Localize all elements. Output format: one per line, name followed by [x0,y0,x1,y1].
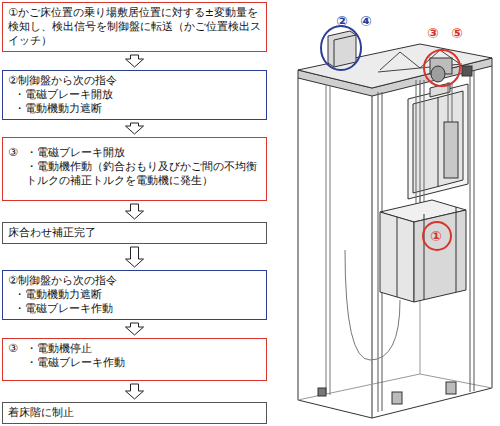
process-box: 着床階に制止 [2,402,267,424]
box-text: ・電動機動力遮断 [14,102,261,116]
hoist-rope [448,82,449,122]
process-box: 床合わせ補正完了 [2,222,267,244]
traction-sheave [431,66,445,82]
box-text: ・電動機停止 [26,342,261,356]
control-panel-edge [334,40,335,67]
callout-number: ③ [427,26,439,40]
car-door-line [397,217,398,297]
car-side [414,210,466,302]
process-box: ③・電動機停止・電磁ブレーキ作動 [2,338,267,381]
callout-number: ⑤ [451,26,463,40]
callout-number: ② [336,14,348,28]
buffer [392,392,402,404]
car-front [380,212,414,302]
car-frame [424,214,425,300]
guide-rail [330,85,331,395]
hoist-rope [424,80,425,204]
box-text: ①かご床位置の乗り場敷居位置に対する±変動量を検知し、検出信号を制御盤に転送（か… [8,6,261,48]
guide-rail [378,92,379,412]
counterweight [444,122,458,178]
car-highlight-ring [423,222,451,250]
box-text: ・電磁ブレーキ作動 [14,302,261,316]
hoist-rope [420,80,421,205]
shaft-edge [372,96,373,418]
hall-door-frame [408,84,468,199]
flow-arrow [126,204,144,219]
pit-floor-edge [298,388,492,418]
shaft-edge [492,66,493,388]
process-box: ②制御盤から次の指令・電磁ブレーキ開放・電動機動力遮断 [2,70,267,120]
flow-arrow [126,55,144,67]
guide-rail [470,72,471,392]
tension-pulley [318,388,326,396]
box-text: ②制御盤から次の指令 [8,274,261,288]
flow-arrow [126,123,144,134]
panel-highlight-ring [321,26,361,70]
governor [462,66,472,76]
process-box: ①かご床位置の乗り場敷居位置に対する±変動量を検知し、検出信号を制御盤に転送（か… [2,2,267,52]
box-text: 床合わせ補正完了 [8,226,261,240]
guide-rail [474,71,475,391]
box-text: ・電磁ブレーキ開放 [26,146,261,160]
shaft-edge [298,78,299,400]
box-text: ③ [8,146,26,188]
flow-arrow [126,323,144,335]
box-text: ・電磁ブレーキ作動 [26,356,261,370]
buffer [446,382,456,394]
callout-number: ① [430,229,442,243]
box-text: ・電動機動力遮断 [14,288,261,302]
hoist-rope [452,82,453,122]
flow-arrow [126,247,144,267]
guide-rail [326,84,327,394]
callout-number: ④ [360,14,372,28]
box-text: ②制御盤から次の指令 [8,74,261,88]
machine-room-slab [298,44,492,88]
flow-arrow [126,384,144,399]
door-split [438,97,439,187]
control-panel-edge [334,35,356,40]
process-box: ③・電磁ブレーキ開放・電動機作動（釣合おもり及びかご間の不均衡トルクの補正トルク… [2,137,267,201]
process-box: ②制御盤から次の指令・電動機動力遮断・電磁ブレーキ作動 [2,270,267,320]
machine-highlight-ring [424,50,460,86]
car-frame [456,207,457,292]
box-text: ・電動機作動（釣合おもり及びかご間の不均衡トルクの補正トルクを電動機に発生） [26,160,261,188]
box-text: ・電磁ブレーキ開放 [14,88,261,102]
box-text: 着床階に制止 [8,406,261,420]
travelling-cable [345,250,400,360]
control-panel [328,31,356,67]
hoist-rope [416,80,417,206]
box-text: ③ [8,342,26,370]
